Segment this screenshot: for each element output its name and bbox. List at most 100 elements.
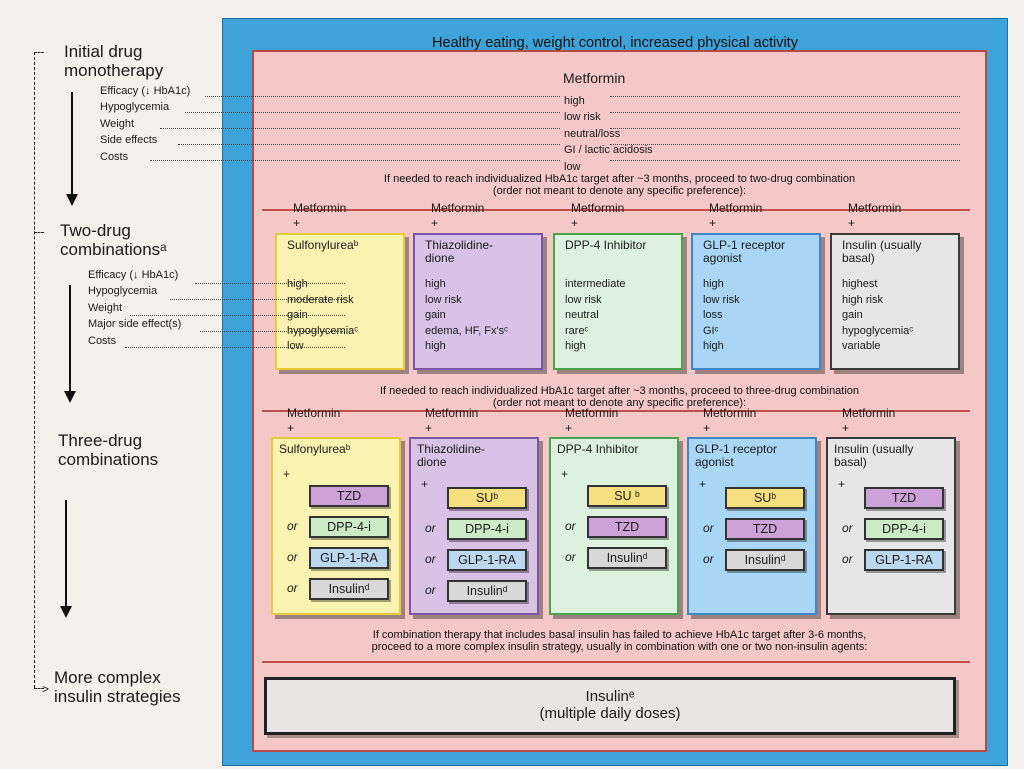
drug-value: high (425, 278, 446, 290)
triple-box-title: DPP-4 Inhibitor (557, 443, 638, 456)
three-drug-note: If needed to reach individualized HbA1c … (379, 385, 860, 409)
drug-title-line: Insulin (usually (834, 442, 914, 456)
arrow-down-icon (60, 606, 72, 618)
dashed-bracket-line (34, 52, 35, 688)
drug-title-line: Sulfonylureaᵇ (279, 442, 351, 456)
or-label: or (287, 519, 298, 533)
monotherapy-value: high (564, 95, 585, 107)
option-tzd: TZD (725, 518, 805, 540)
leader-line (610, 96, 960, 97)
final-insulin-title: Insulinᵉ (585, 688, 635, 705)
option-tzd: TZD (309, 485, 389, 507)
multiple-daily-insulin-box: Insulinᵉ (multiple daily doses) (264, 677, 956, 735)
drug-value: high (565, 340, 586, 353)
plus-sign: + (848, 216, 856, 230)
plus-sign: + (703, 421, 711, 435)
drug-value: variable (842, 340, 881, 353)
plus-sign: + (571, 216, 579, 230)
criterion-label: Major side effect(s) (88, 318, 182, 331)
option-insulin: Insulinᵈ (587, 547, 667, 569)
option-su: SUᵇ (447, 487, 527, 509)
option-glp1ra: GLP-1-RA (447, 549, 527, 571)
plus-sign: + (431, 216, 439, 230)
or-label: or (287, 550, 298, 564)
option-glp1ra: GLP-1-RA (309, 547, 389, 569)
metformin-label: Metformin (293, 201, 347, 215)
arrow-down-icon (64, 391, 76, 403)
drug-box-title: Sulfonylureaᵇ (287, 239, 358, 252)
leader-line (200, 331, 345, 332)
plus-sign: + (565, 421, 573, 435)
option-dpp4i: DPP-4-i (864, 518, 944, 540)
dashed-bracket-bottom (34, 688, 44, 689)
arrow-down-icon (66, 194, 78, 206)
leader-line (205, 96, 560, 97)
drug-value: low risk (425, 293, 462, 306)
drug-value: high (703, 340, 724, 353)
or-label: or (425, 583, 436, 597)
metformin-label: Metformin (709, 201, 763, 215)
option-dpp4i: DPP-4-i (309, 516, 389, 538)
dashed-bracket-top (34, 52, 44, 53)
plus-sign: + (283, 467, 291, 481)
drug-value: intermediate (565, 278, 626, 290)
leader-line (170, 299, 345, 300)
drug-value: hypoglycemiaᶜ (842, 324, 914, 337)
plus-sign: + (425, 421, 433, 435)
drug-title-line: dione (417, 455, 447, 469)
drug-title-line: GLP-1 receptor (695, 442, 778, 456)
monotherapy-value: low risk (564, 111, 601, 124)
or-label: or (287, 581, 298, 595)
option-tzd: TZD (864, 487, 944, 509)
divider-line (262, 410, 970, 412)
plus-sign: + (293, 216, 301, 230)
or-label: or (565, 550, 576, 564)
drug-value: high (703, 278, 724, 290)
drug-title-line: Thiazolidine- (425, 238, 494, 252)
drug-value: moderate risk (287, 293, 354, 306)
option-insulin: Insulinᵈ (309, 578, 389, 600)
drug-value: high risk (842, 293, 883, 306)
leader-line (610, 144, 960, 145)
criterion-label: Side effects (100, 134, 158, 147)
plus-sign: + (421, 477, 429, 491)
leader-line (610, 112, 960, 113)
plus-sign: + (287, 421, 295, 435)
drug-value: gain (842, 309, 863, 322)
option-tzd: TZD (587, 516, 667, 538)
drug-title-line: basal) (834, 455, 867, 469)
criterion-label: Hypoglycemia (100, 101, 170, 114)
drug-value: highest (842, 278, 878, 290)
drug-title-line: GLP-1 receptor (703, 238, 786, 252)
drug-box-title: Thiazolidine-dione (425, 239, 493, 265)
leader-line (185, 112, 560, 113)
option-su: SUᵇ (725, 487, 805, 509)
option-glp1ra: GLP-1-RA (864, 549, 944, 571)
or-label: or (703, 521, 714, 535)
drug-title-line: Sulfonylureaᵇ (287, 238, 359, 252)
metformin-label: Metformin (287, 406, 341, 420)
drug-title-line: DPP-4 Inhibitor (565, 238, 647, 252)
criterion-label: Hypoglycemia (88, 285, 158, 298)
drug-box-title: DPP-4 Inhibitor (565, 239, 646, 252)
final-insulin-subtitle: (multiple daily doses) (539, 705, 681, 722)
monotherapy-drug: Metformin (563, 70, 626, 86)
plus-sign: + (842, 421, 850, 435)
metformin-label: Metformin (565, 406, 619, 420)
metformin-label: Metformin (431, 201, 485, 215)
triple-box-title: Sulfonylureaᵇ (279, 443, 350, 456)
drug-title-line: DPP-4 Inhibitor (557, 442, 639, 456)
